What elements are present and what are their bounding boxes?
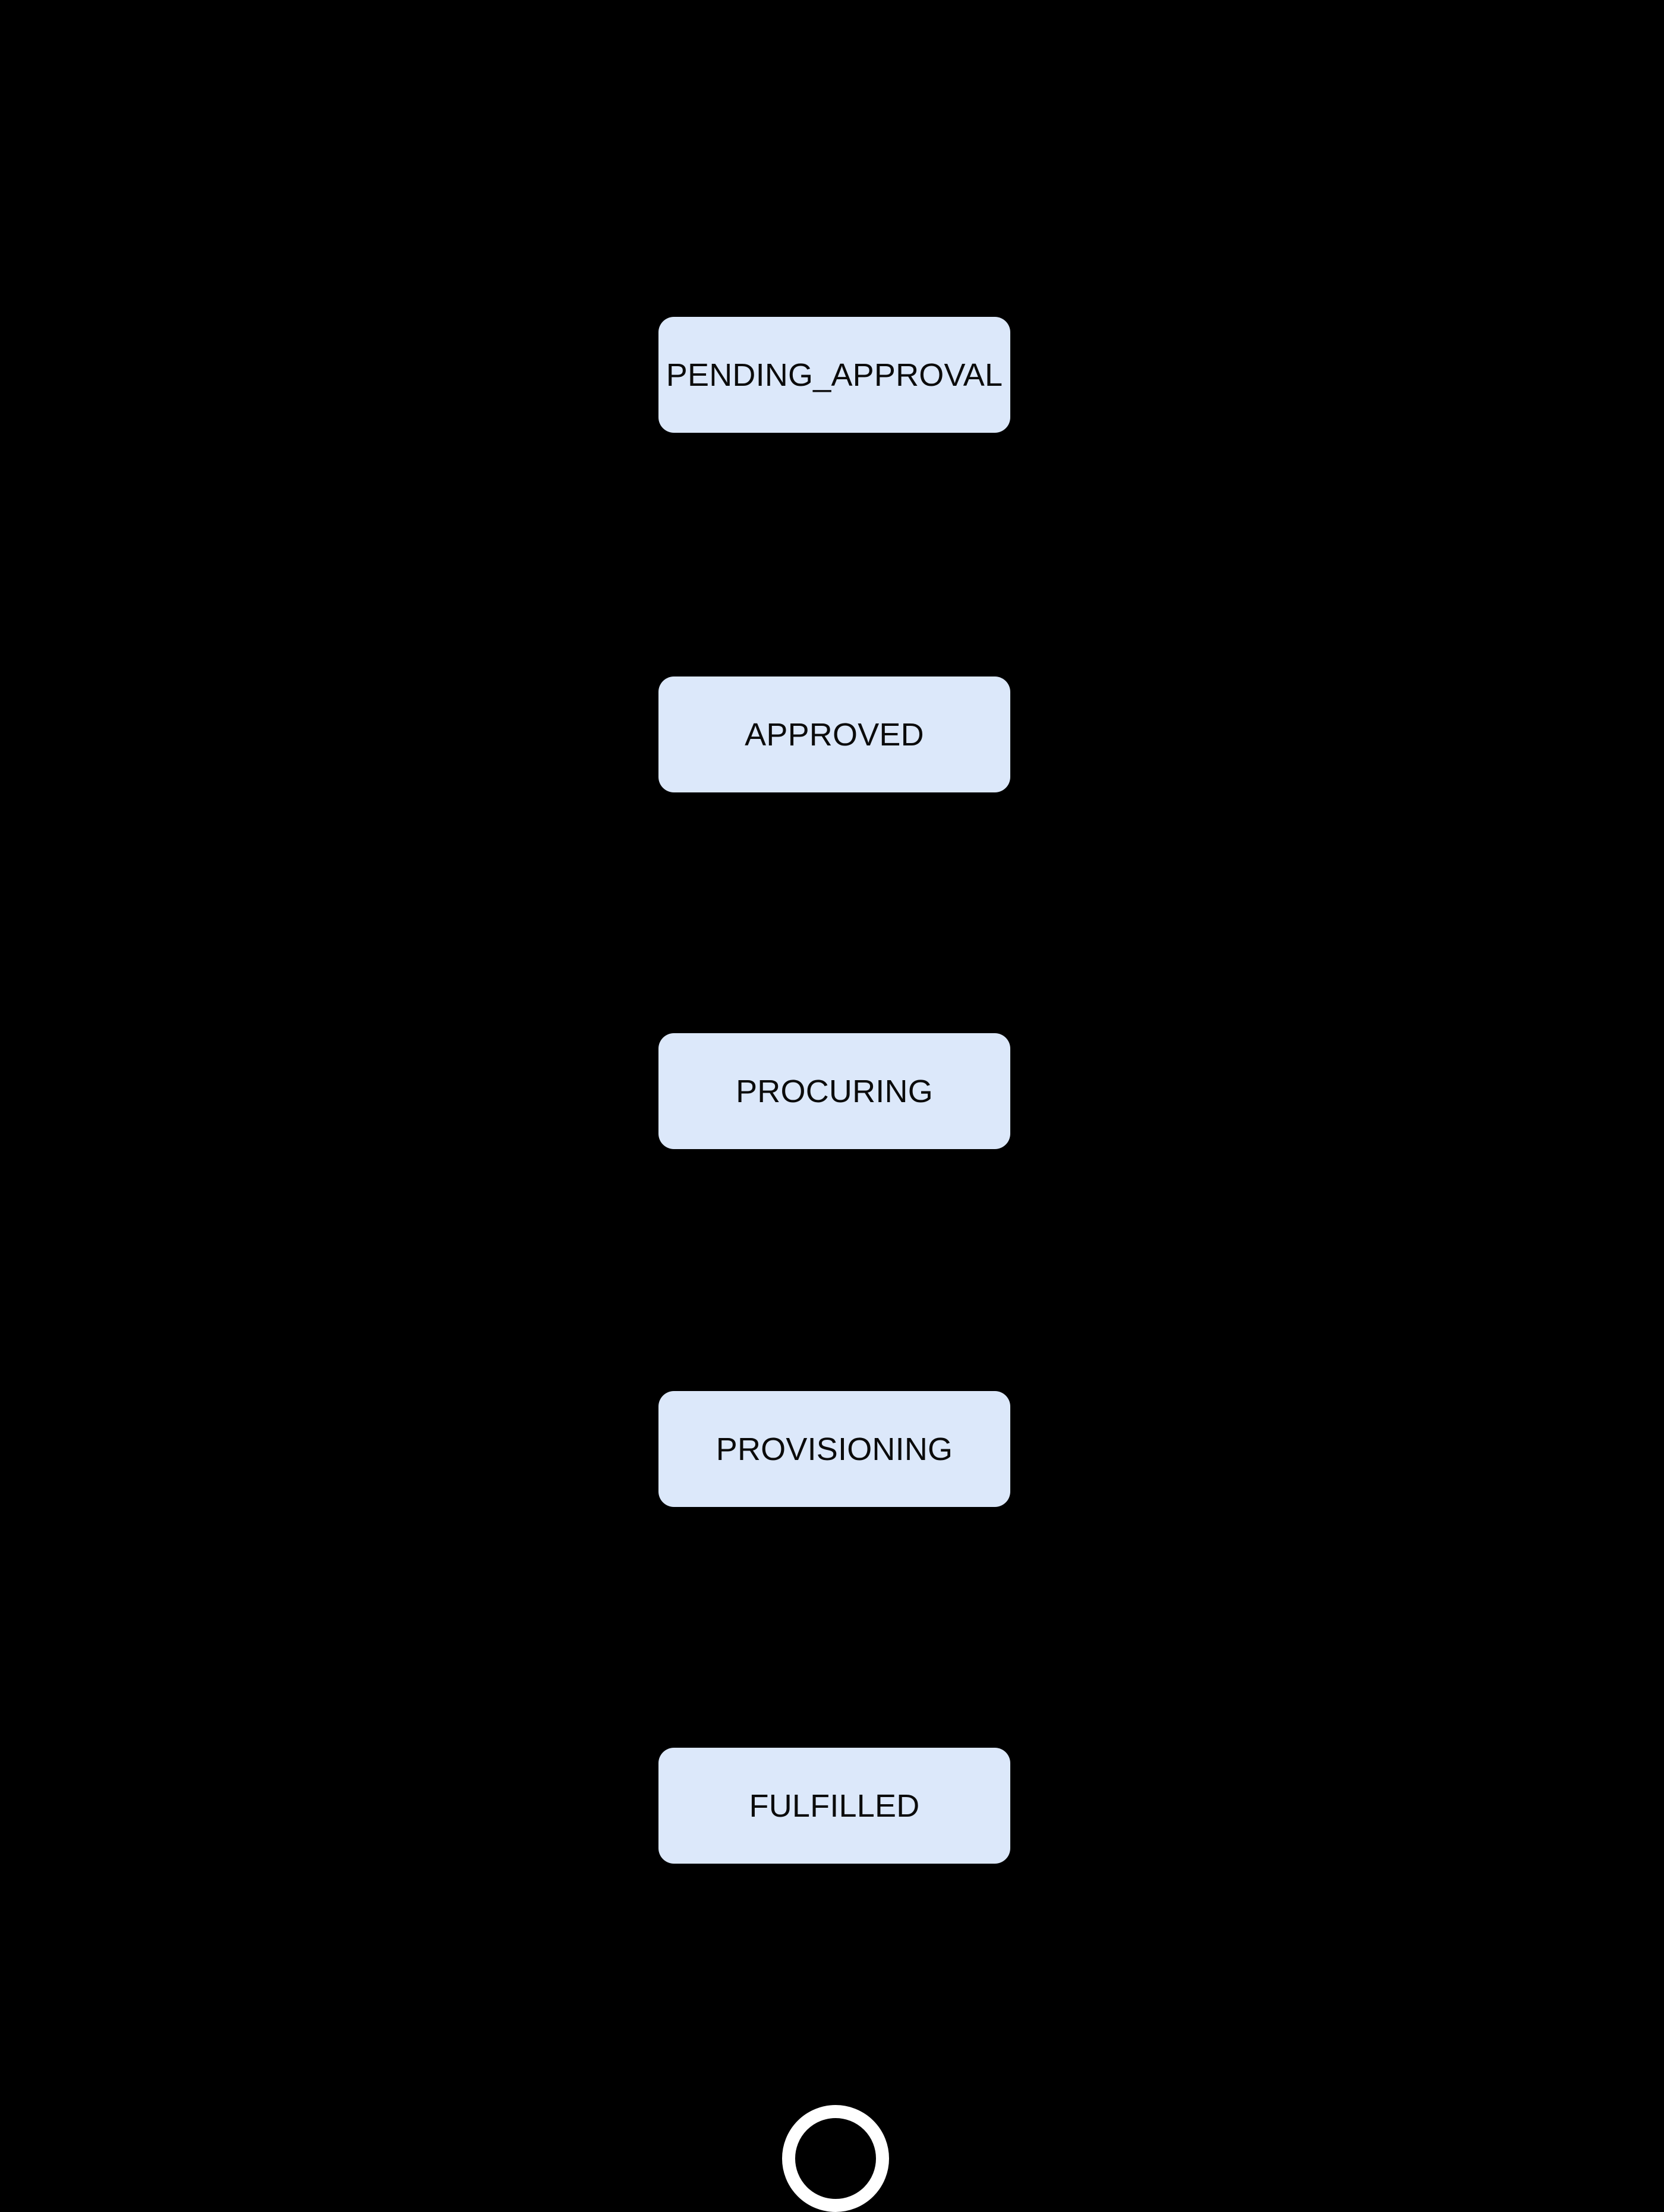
end-state-marker-icon [782, 2105, 889, 2212]
state-node-label: PROCURING [736, 1073, 933, 1109]
transition-edge-fulfilled-to-end [834, 1864, 836, 2105]
state-node-label: APPROVED [745, 716, 924, 753]
state-node-label: PENDING_APPROVAL [666, 357, 1003, 393]
state-node-pending-approval[interactable]: PENDING_APPROVAL [658, 317, 1010, 433]
state-node-label: FULFILLED [749, 1788, 920, 1824]
state-node-procuring[interactable]: PROCURING [658, 1033, 1010, 1149]
transition-edge-approved-to-procuring [834, 792, 836, 1033]
state-flow-column: PENDING_APPROVAL APPROVED PROCURING PROV… [658, 0, 1010, 2208]
state-node-fulfilled[interactable]: FULFILLED [658, 1748, 1010, 1864]
transition-edge-provisioning-to-fulfilled [834, 1507, 836, 1748]
transition-edge-procuring-to-provisioning [834, 1149, 836, 1391]
state-node-approved[interactable]: APPROVED [658, 676, 1010, 792]
state-node-provisioning[interactable]: PROVISIONING [658, 1391, 1010, 1507]
state-node-label: PROVISIONING [716, 1431, 953, 1467]
transition-edge-pending-approval-to-approved [834, 433, 836, 676]
